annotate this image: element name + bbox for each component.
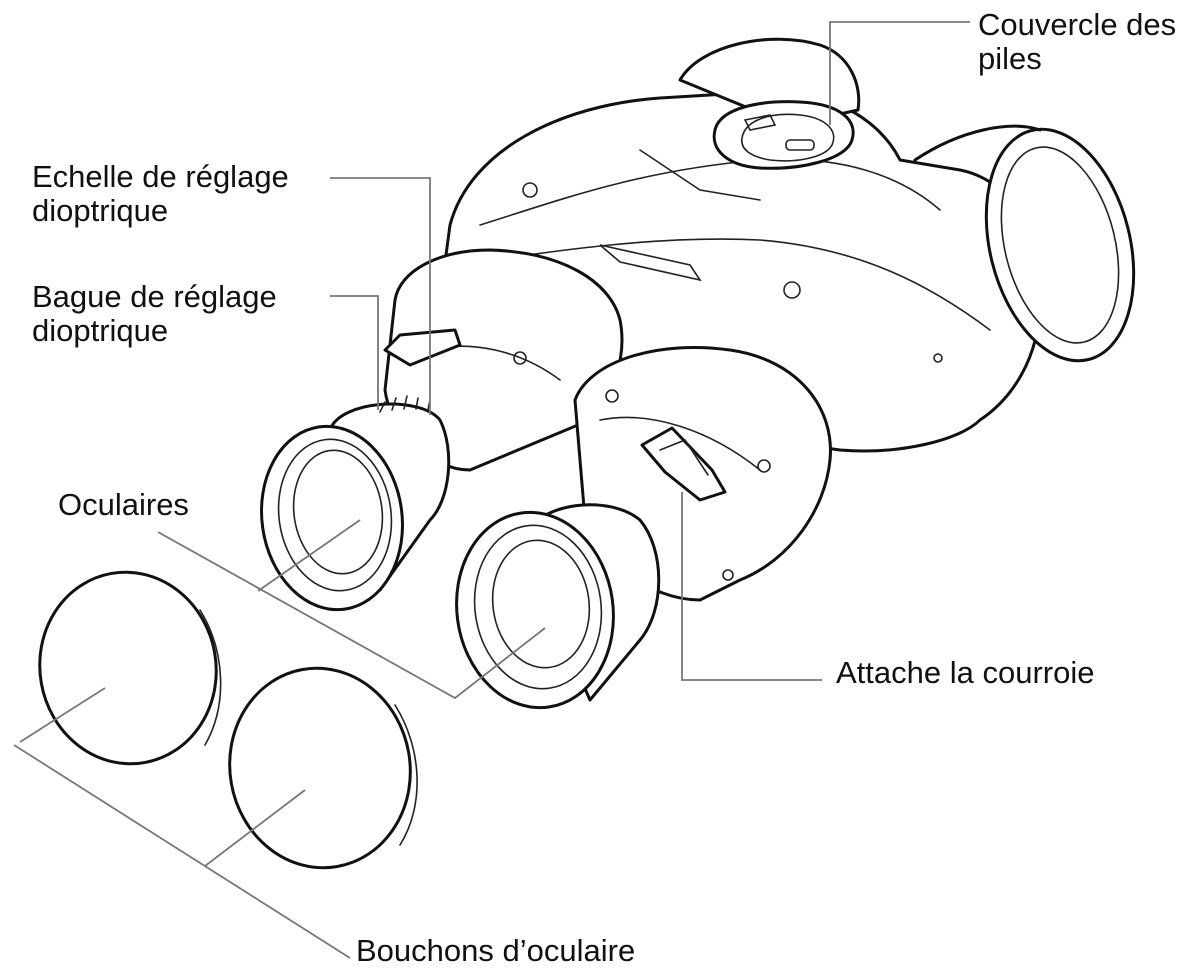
eyepiece-cap-right <box>228 666 418 870</box>
diopter-ring-label-line1: Bague de réglage <box>32 279 277 314</box>
strap-mount-label: Attache la courroie <box>836 655 1095 690</box>
battery-cover-part <box>712 100 855 170</box>
diopter-ring-label-line2: dioptrique <box>32 313 169 348</box>
battery-cover-label: Couvercle des piles <box>978 8 1176 76</box>
leader-lines <box>13 21 970 959</box>
diopter-scale-label: Echelle de réglage dioptrique <box>32 160 289 228</box>
eyepieces-label: Oculaires <box>58 487 189 522</box>
eyepiece-caps-label: Bouchons d’oculaire <box>356 933 636 968</box>
battery-cover-label-line2: piles <box>978 41 1042 76</box>
diopter-scale-label-line2: dioptrique <box>32 193 169 228</box>
left-eyepiece <box>260 395 451 612</box>
eyepiece-cap-left <box>38 570 222 766</box>
battery-cover-label-line1: Couvercle des <box>978 7 1177 42</box>
left-eyepiece-housing <box>383 248 624 472</box>
objective-barrel-right <box>913 124 1136 363</box>
right-eyepiece <box>455 503 661 710</box>
diopter-ring-label: Bague de réglage dioptrique <box>32 280 277 348</box>
diopter-scale-label-line1: Echelle de réglage <box>32 159 289 194</box>
